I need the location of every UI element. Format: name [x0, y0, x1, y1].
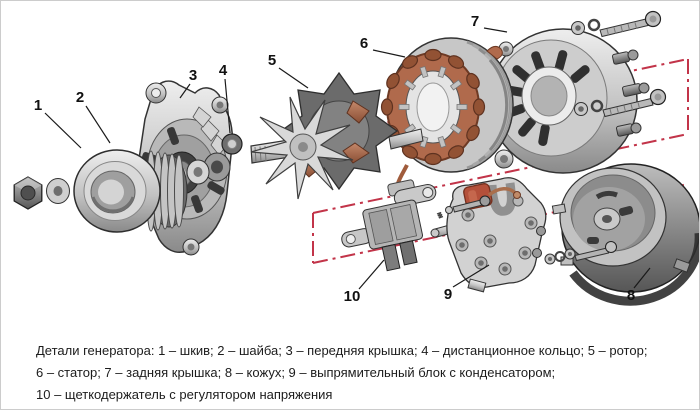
pulley-washer [46, 178, 70, 204]
stator-laminations [466, 40, 512, 170]
part-label-8: 8 [627, 287, 635, 304]
caption-line-1: Детали генератора: 1 – шкив; 2 – шайба; … [36, 343, 648, 358]
brush-holder-part [341, 179, 491, 272]
stator-teeth [398, 65, 468, 149]
rear-cover-studs [612, 49, 650, 137]
rectifier-bolt [544, 241, 617, 265]
part-label-4: 4 [219, 62, 228, 79]
stator-copper-windings [380, 48, 486, 166]
rear-shield-part [551, 163, 699, 306]
part-label-6: 6 [360, 35, 368, 52]
shaft-washer-part [186, 152, 231, 185]
stator-part [380, 37, 514, 203]
part-label-3: 3 [189, 67, 197, 84]
rectifier-part [430, 177, 547, 293]
part-label-2: 2 [76, 89, 84, 106]
alternator-exploded-diagram: 1 2 3 4 5 6 7 8 9 10 [13, 10, 699, 306]
figure-caption: Детали генератора: 1 – шкив; 2 – шайба; … [36, 340, 679, 406]
housing-bolt-bottom [574, 88, 667, 118]
part-label-1: 1 [34, 97, 42, 114]
brush-holder-screw [436, 195, 491, 219]
spacer-ring-part [221, 133, 243, 155]
part-label-7: 7 [471, 13, 479, 30]
pulley-nut [13, 176, 43, 210]
part-label-9: 9 [444, 286, 452, 303]
rotor-part [250, 71, 424, 200]
pulley-part [73, 149, 188, 233]
part-label-5: 5 [268, 52, 276, 69]
stator-terminal [486, 45, 503, 60]
caption-line-2: 6 – статор; 7 – задняя крышка; 8 – кожух… [36, 365, 556, 380]
part-label-10: 10 [344, 288, 361, 305]
rectifier-holes [455, 195, 538, 276]
leader-lines [44, 27, 651, 290]
caption-line-3: 10 – щеткодержатель с регулятором напряж… [36, 387, 333, 402]
rear-cover-part [488, 28, 650, 174]
housing-bolt-top [571, 10, 662, 38]
